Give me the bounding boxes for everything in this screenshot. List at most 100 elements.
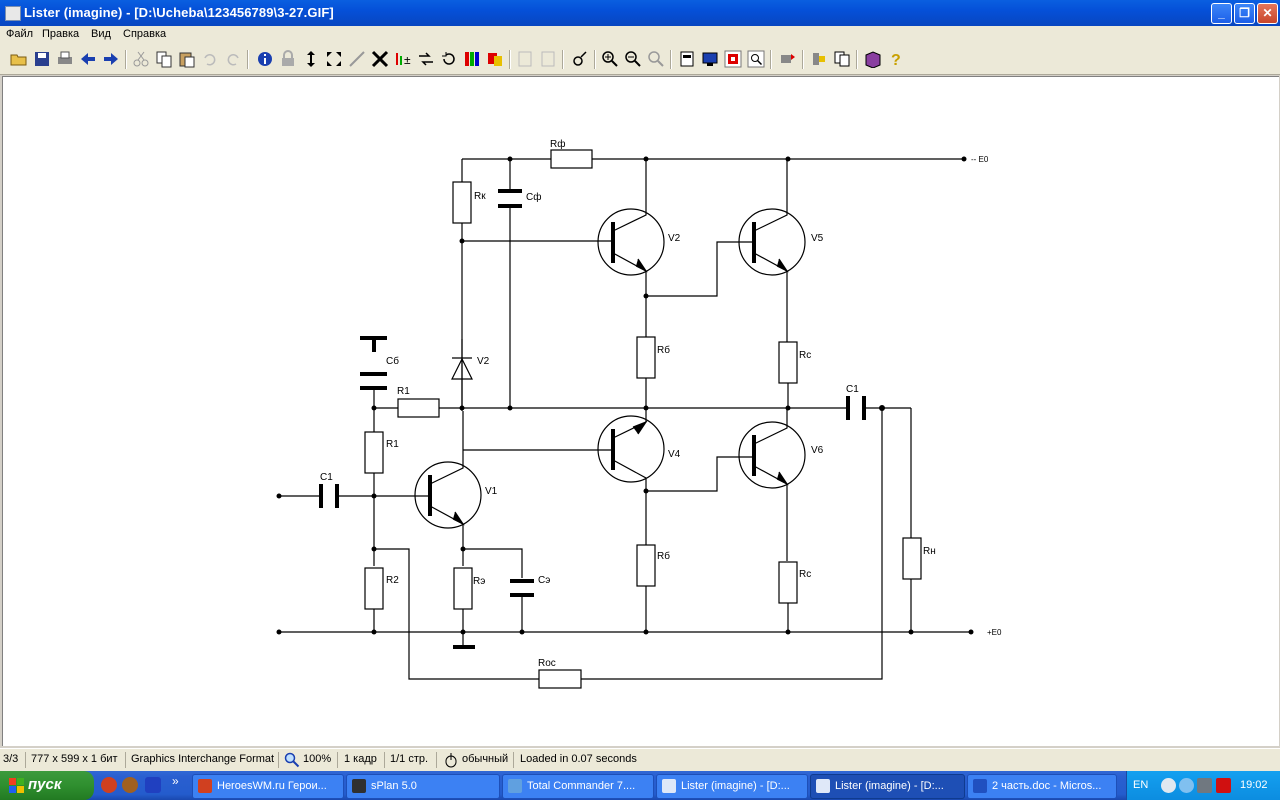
print-preview-icon[interactable] bbox=[724, 50, 742, 68]
close-button[interactable]: ✕ bbox=[1257, 3, 1278, 24]
task-splan[interactable]: sPlan 5.0 bbox=[346, 774, 500, 799]
prev-page-icon[interactable] bbox=[516, 50, 534, 68]
title-bar: Lister (imagine) - [D:\Ucheba\123456789\… bbox=[0, 0, 1280, 26]
menu-bar: Файл Правка Вид Справка bbox=[0, 26, 1280, 45]
back-icon[interactable] bbox=[79, 50, 97, 68]
start-label: пуск bbox=[28, 776, 62, 793]
undo-icon[interactable] bbox=[201, 50, 219, 68]
status-bar: 3/3 777 x 599 x 1 бит Graphics Interchan… bbox=[0, 748, 1280, 772]
language-indicator[interactable]: EN bbox=[1133, 779, 1149, 791]
quicklaunch-more[interactable]: » bbox=[172, 774, 179, 788]
save-quicklaunch-icon[interactable] bbox=[145, 777, 161, 793]
zoom-in-icon[interactable] bbox=[601, 50, 619, 68]
label-e0: -- E0 bbox=[971, 155, 989, 164]
app-icon[interactable] bbox=[5, 6, 21, 21]
fit-height-icon[interactable] bbox=[302, 50, 320, 68]
status-loaded: Loaded in 0.07 seconds bbox=[520, 753, 637, 765]
label-rb-top: Rб bbox=[657, 344, 670, 356]
view-icon[interactable] bbox=[571, 50, 589, 68]
task-lister-2-active[interactable]: Lister (imagine) - [D:... bbox=[810, 774, 965, 799]
maximize-button[interactable]: ❐ bbox=[1234, 3, 1255, 24]
status-mode: обычный bbox=[462, 753, 509, 765]
print-icon[interactable] bbox=[56, 50, 74, 68]
task-lister-1[interactable]: Lister (imagine) - [D:... bbox=[656, 774, 808, 799]
help-icon[interactable]: ? bbox=[887, 50, 905, 68]
label-cf: Cф bbox=[526, 191, 541, 203]
rotate-icon[interactable] bbox=[440, 50, 458, 68]
forward-icon[interactable] bbox=[102, 50, 120, 68]
image-viewer[interactable]: Rф -- E0 Rк Cф V2 V5 Rб Rс Cб V2 R1 C1 R… bbox=[2, 76, 1279, 746]
paste-icon[interactable] bbox=[178, 50, 196, 68]
lock-icon[interactable] bbox=[279, 50, 297, 68]
svg-text:?: ? bbox=[891, 52, 901, 68]
menu-view[interactable]: Вид bbox=[91, 28, 111, 40]
minimize-button[interactable]: _ bbox=[1211, 3, 1232, 24]
menu-file[interactable]: Файл bbox=[6, 28, 34, 40]
label-v5: V5 bbox=[811, 233, 824, 244]
label-c1-in: C1 bbox=[320, 472, 333, 483]
monitor-icon[interactable] bbox=[701, 50, 719, 68]
effects-icon[interactable] bbox=[486, 50, 504, 68]
label-rc-bottom: Rс bbox=[799, 569, 811, 580]
task-word-doc[interactable]: 2 часть.doc - Micros... bbox=[967, 774, 1117, 799]
tools-icon[interactable] bbox=[810, 50, 828, 68]
copy-icon[interactable] bbox=[155, 50, 173, 68]
rotate-right-icon[interactable] bbox=[417, 50, 435, 68]
clock[interactable]: 19:02 bbox=[1240, 779, 1268, 791]
status-pages: 1/1 стр. bbox=[390, 753, 429, 765]
network-icon[interactable] bbox=[1161, 778, 1176, 793]
save-icon[interactable] bbox=[33, 50, 51, 68]
label-pe0: +E0 bbox=[987, 628, 1002, 637]
taskbar: пуск » HeroesWM.ru Герои... sPlan 5.0 To… bbox=[0, 771, 1280, 800]
media-player-icon[interactable] bbox=[122, 777, 138, 793]
zoom-out-icon[interactable] bbox=[624, 50, 642, 68]
status-format: Graphics Interchange Format bbox=[131, 753, 275, 765]
label-r1-vertical: R1 bbox=[386, 439, 399, 450]
task-heroeswm[interactable]: HeroesWM.ru Герои... bbox=[192, 774, 344, 799]
label-v6: V6 bbox=[811, 445, 824, 456]
system-tray: EN 19:02 bbox=[1126, 771, 1280, 800]
status-frames: 1 кадр bbox=[344, 753, 377, 765]
zoom-icon bbox=[284, 752, 300, 768]
menu-edit[interactable]: Правка bbox=[42, 28, 80, 40]
label-r2: R2 bbox=[386, 575, 399, 586]
task-total-commander[interactable]: Total Commander 7.... bbox=[502, 774, 654, 799]
label-rn: Rн bbox=[923, 546, 936, 557]
redo-icon[interactable] bbox=[224, 50, 242, 68]
start-button[interactable]: пуск bbox=[0, 771, 94, 800]
window-title: Lister (imagine) - [D:\Ucheba\123456789\… bbox=[24, 5, 334, 20]
label-r1-horizontal: R1 bbox=[397, 386, 410, 397]
crop-icon[interactable] bbox=[348, 50, 366, 68]
kaspersky-icon[interactable] bbox=[1216, 778, 1231, 793]
windows-logo-icon bbox=[9, 778, 24, 793]
book-icon[interactable] bbox=[864, 50, 882, 68]
mouse-icon bbox=[445, 753, 457, 768]
flip-icon[interactable] bbox=[371, 50, 389, 68]
label-ros: Roc bbox=[538, 658, 556, 669]
label-ce: Cэ bbox=[538, 575, 550, 586]
opera-icon[interactable] bbox=[101, 777, 117, 793]
cut-icon[interactable] bbox=[132, 50, 150, 68]
fit-all-icon[interactable] bbox=[325, 50, 343, 68]
open-icon[interactable] bbox=[10, 50, 28, 68]
compare-icon[interactable] bbox=[833, 50, 851, 68]
settings-icon[interactable] bbox=[779, 50, 797, 68]
adjust-icon[interactable]: ± bbox=[394, 50, 412, 68]
antivirus-icon[interactable] bbox=[1179, 778, 1194, 793]
label-v4: V4 bbox=[668, 449, 681, 460]
zoom-reset-icon[interactable] bbox=[647, 50, 665, 68]
fullscreen-icon[interactable] bbox=[678, 50, 696, 68]
status-zoom: 100% bbox=[303, 753, 332, 765]
status-dimensions: 777 x 599 x 1 бит bbox=[31, 753, 118, 765]
menu-help[interactable]: Справка bbox=[123, 28, 167, 40]
info-icon[interactable] bbox=[256, 50, 274, 68]
next-page-icon[interactable] bbox=[539, 50, 557, 68]
label-v2-top: V2 bbox=[668, 233, 681, 244]
zoom-select-icon[interactable] bbox=[747, 50, 765, 68]
label-rb-bottom: Rб bbox=[657, 550, 670, 562]
volume-icon[interactable] bbox=[1197, 778, 1212, 793]
label-v2-diode: V2 bbox=[477, 356, 490, 367]
palette-icon[interactable] bbox=[463, 50, 481, 68]
label-rf: Rф bbox=[550, 138, 565, 150]
label-cb: Cб bbox=[386, 355, 399, 367]
